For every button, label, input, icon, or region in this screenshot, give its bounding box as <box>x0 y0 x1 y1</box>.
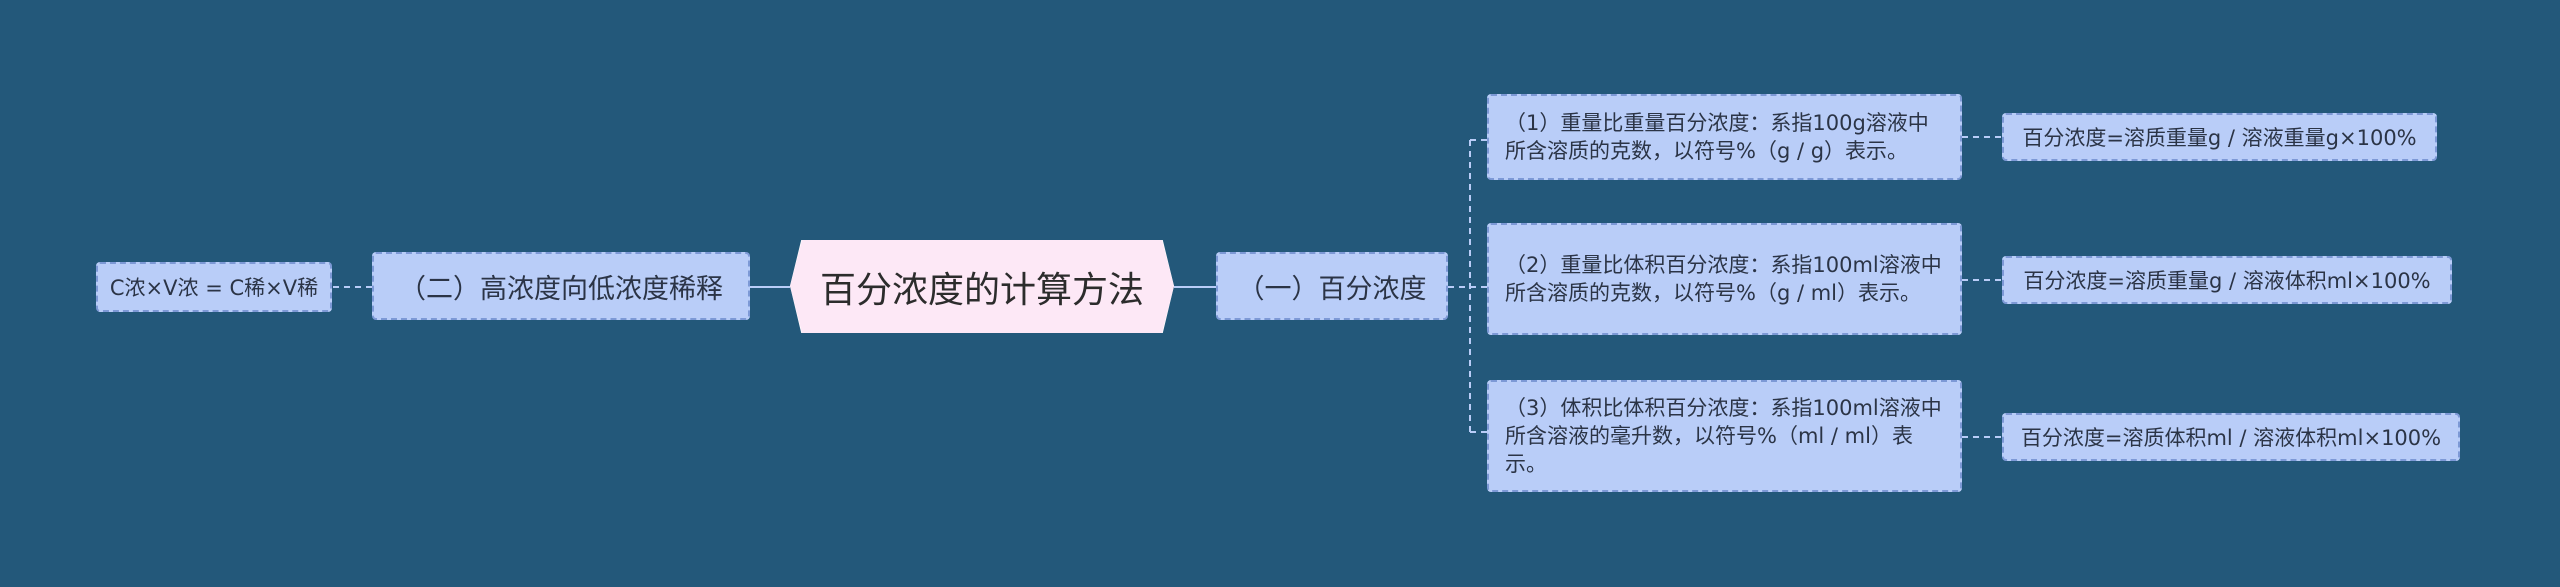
formula-node-3[interactable]: 百分浓度=溶质体积ml / 溶液体积ml×100% <box>2002 413 2460 461</box>
formula-text: 百分浓度=溶质体积ml / 溶液体积ml×100% <box>2020 426 2442 450</box>
formula-node-1[interactable]: 百分浓度=溶质重量g / 溶液重量g×100% <box>2002 113 2437 161</box>
definition-text: （1）重量比重量百分浓度：系指100g溶液中所含溶质的克数，以符号%（g / g… <box>1505 111 1929 163</box>
formula-node-2[interactable]: 百分浓度=溶质重量g / 溶液体积ml×100% <box>2002 256 2452 304</box>
definition-node-2[interactable]: （2）重量比体积百分浓度：系指100ml溶液中所含溶质的克数，以符号%（g / … <box>1487 223 1962 335</box>
formula-text: C浓×V浓 = C稀×V稀 <box>109 276 319 300</box>
formula-text: 百分浓度=溶质重量g / 溶液体积ml×100% <box>2023 269 2431 293</box>
branch-node-dilution[interactable]: （二）高浓度向低浓度稀释 <box>372 252 750 320</box>
definition-text: （3）体积比体积百分浓度：系指100ml溶液中所含溶液的毫升数，以符号%（ml … <box>1505 396 1942 476</box>
dilution-formula-node[interactable]: C浓×V浓 = C稀×V稀 <box>96 262 332 312</box>
formula-text: 百分浓度=溶质重量g / 溶液重量g×100% <box>2022 126 2417 150</box>
root-node-label: 百分浓度的计算方法 <box>819 269 1144 311</box>
branch-node-label: （一）百分浓度 <box>1237 273 1427 305</box>
root-node[interactable]: 百分浓度的计算方法 <box>790 240 1174 333</box>
definition-text: （2）重量比体积百分浓度：系指100ml溶液中所含溶质的克数，以符号%（g / … <box>1505 253 1942 305</box>
branch-node-percent-concentration[interactable]: （一）百分浓度 <box>1216 252 1448 320</box>
definition-node-3[interactable]: （3）体积比体积百分浓度：系指100ml溶液中所含溶液的毫升数，以符号%（ml … <box>1487 380 1962 492</box>
definition-node-1[interactable]: （1）重量比重量百分浓度：系指100g溶液中所含溶质的克数，以符号%（g / g… <box>1487 94 1962 180</box>
branch-node-label: （二）高浓度向低浓度稀释 <box>399 273 723 305</box>
